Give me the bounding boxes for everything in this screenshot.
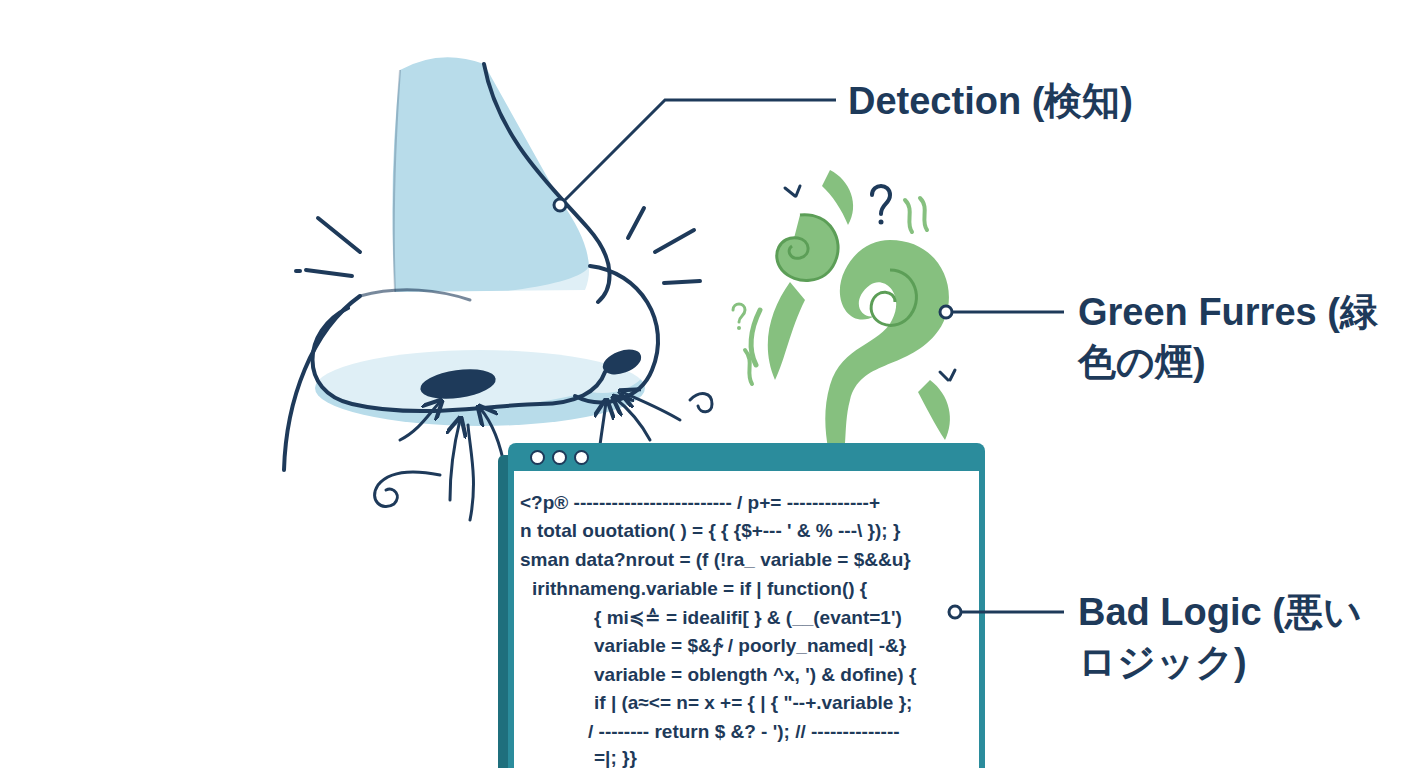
code-line: sman data?nrout = (f (!ra_ variable = $&…	[520, 548, 911, 572]
code-line: variable = $&∱ / poorly_named| -&}	[594, 634, 906, 658]
code-line: irithnameng.variable = if | function() {	[532, 577, 867, 601]
callout-label: Green Furres (緑色の煙)	[1078, 287, 1378, 387]
code-line: / -------- return $ &? - '); // --------…	[588, 720, 900, 744]
window-button	[552, 450, 567, 465]
code-line: { mi≼≙ = idealifi[ } & (__(evant=1')	[594, 606, 902, 630]
anchor-dot	[940, 306, 952, 318]
code-line: =|; }}	[594, 746, 637, 768]
window-button	[530, 450, 545, 465]
code-line: <?p® ------------------------- / p+= ---…	[520, 491, 880, 515]
leader-line	[955, 611, 985, 614]
anchor-dot	[949, 606, 961, 618]
window-button	[574, 450, 589, 465]
code-line: variable = oblength ^x, ') & dofine) {	[594, 663, 916, 687]
anchor-dot	[554, 199, 566, 211]
code-line: if | (a≈<= n= x += { | { "--+.variable }…	[594, 691, 912, 715]
callout-label: Detection (検知)	[848, 76, 1248, 126]
green-fumes	[733, 170, 955, 480]
callout-label: Bad Logic (悪いロジック)	[1078, 587, 1378, 687]
code-line: n total ouotation( ) = { { {$+--- ' & % …	[520, 519, 900, 543]
code-window: <?p® ------------------------- / p+= ---…	[508, 443, 985, 768]
